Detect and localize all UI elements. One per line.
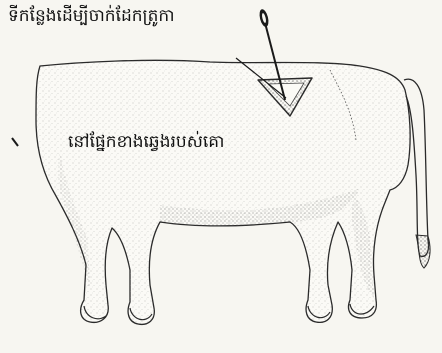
stray-mark bbox=[12, 138, 18, 146]
left-side-label: នៅផ្នែកខាងឆ្វេងរបស់គោ bbox=[68, 132, 224, 152]
tail-tuft bbox=[416, 235, 430, 268]
injection-site-label: ទីកន្លែងដើម្បីចាក់ដែកត្រូកា bbox=[8, 6, 175, 26]
